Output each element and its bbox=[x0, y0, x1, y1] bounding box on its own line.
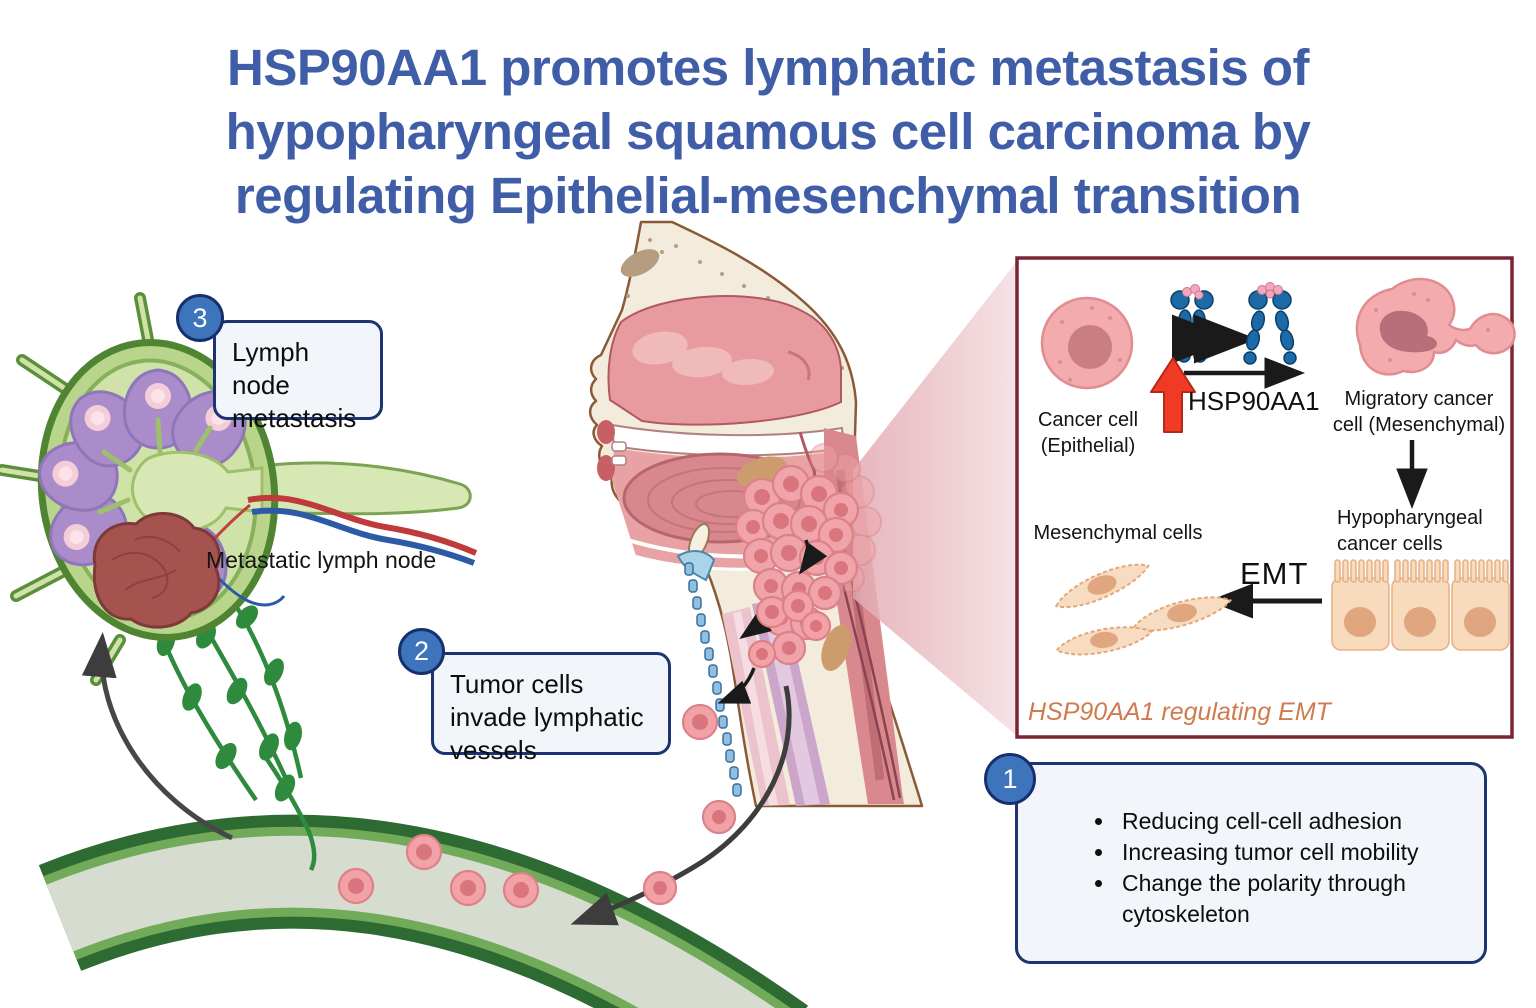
step-2-callout: Tumor cells invade lymphatic vessels bbox=[431, 652, 671, 765]
step-2-label: Tumor cells invade lymphatic vessels bbox=[450, 669, 644, 765]
step-2-number: 2 bbox=[413, 636, 430, 666]
arrow-to-lymph-node bbox=[81, 632, 234, 841]
migratory-cancer-cell bbox=[1355, 277, 1516, 376]
mesenchymal-cells bbox=[1054, 563, 1233, 656]
step-3-callout: Lymph node metastasis bbox=[213, 320, 383, 433]
primary-tumor bbox=[734, 443, 882, 671]
step-3-number: 3 bbox=[192, 302, 208, 333]
lymph-node bbox=[0, 292, 478, 686]
upregulation-arrow bbox=[1150, 357, 1196, 433]
bullet-item: Reducing cell-cell adhesion bbox=[1116, 806, 1458, 837]
hypopharyngeal-label-line1: Hypopharyngeal bbox=[1337, 507, 1483, 529]
hypopharyngeal-cells-label: Hypopharyngeal cancer cells bbox=[1337, 505, 1512, 557]
step-3-badge: 3 bbox=[176, 294, 224, 342]
metastatic-lymph-node-label: Metastatic lymph node bbox=[206, 547, 437, 573]
metastatic-tumor-mass bbox=[92, 511, 221, 629]
step-3-label: Lymph node metastasis bbox=[232, 337, 357, 433]
cancer-cell-label-line1: Cancer cell bbox=[1037, 409, 1139, 431]
hypopharyngeal-cancer-cells bbox=[1331, 559, 1510, 651]
emt-panel-art bbox=[1040, 277, 1516, 656]
migratory-cell-label-line1: Migratory cancer bbox=[1344, 388, 1494, 410]
circulating-tumor-cells bbox=[337, 833, 540, 909]
title-line-2: hypopharyngeal squamous cell carcinoma b… bbox=[225, 103, 1311, 160]
step-2-badge: 2 bbox=[398, 628, 445, 675]
hsp90-protein-open bbox=[1243, 282, 1297, 365]
step-1-bullet-list: Reducing cell-cell adhesion Increasing t… bbox=[1034, 778, 1468, 930]
emt-panel-caption: HSP90AA1 regulating EMT bbox=[1028, 698, 1331, 726]
title-line-3: regulating Epithelial-mesenchymal transi… bbox=[234, 167, 1302, 224]
title-line-1: HSP90AA1 promotes lymphatic metastasis o… bbox=[226, 39, 1310, 96]
hsp90aa1-label: HSP90AA1 bbox=[1188, 386, 1320, 416]
step-1-number: 1 bbox=[1002, 763, 1018, 794]
cancer-cell-label-line2: (Epithelial) bbox=[1040, 435, 1136, 457]
cancer-cell-epithelial bbox=[1040, 296, 1134, 390]
shed-tumor-cells bbox=[570, 539, 832, 926]
lymphatic-vessel bbox=[38, 814, 809, 1008]
cancer-cell-label: Cancer cell (Epithelial) bbox=[1007, 407, 1169, 459]
migratory-cell-label-line2: cell (Mesenchymal) bbox=[1332, 414, 1506, 436]
emt-label: EMT bbox=[1240, 556, 1309, 591]
bullet-item: Increasing tumor cell mobility bbox=[1116, 837, 1458, 868]
step-1-badge: 1 bbox=[984, 753, 1036, 805]
hypopharyngeal-label-line2: cancer cells bbox=[1337, 533, 1443, 555]
mesenchymal-cells-label: Mesenchymal cells bbox=[1033, 522, 1203, 544]
migratory-cell-label: Migratory cancer cell (Mesenchymal) bbox=[1328, 386, 1510, 438]
step-1-callout: Reducing cell-cell adhesion Increasing t… bbox=[1015, 762, 1487, 964]
bullet-item: Change the polarity through cytoskeleton bbox=[1116, 868, 1458, 930]
zoom-beam bbox=[853, 261, 1017, 736]
page-title: HSP90AA1 promotes lymphatic metastasis o… bbox=[0, 36, 1536, 228]
